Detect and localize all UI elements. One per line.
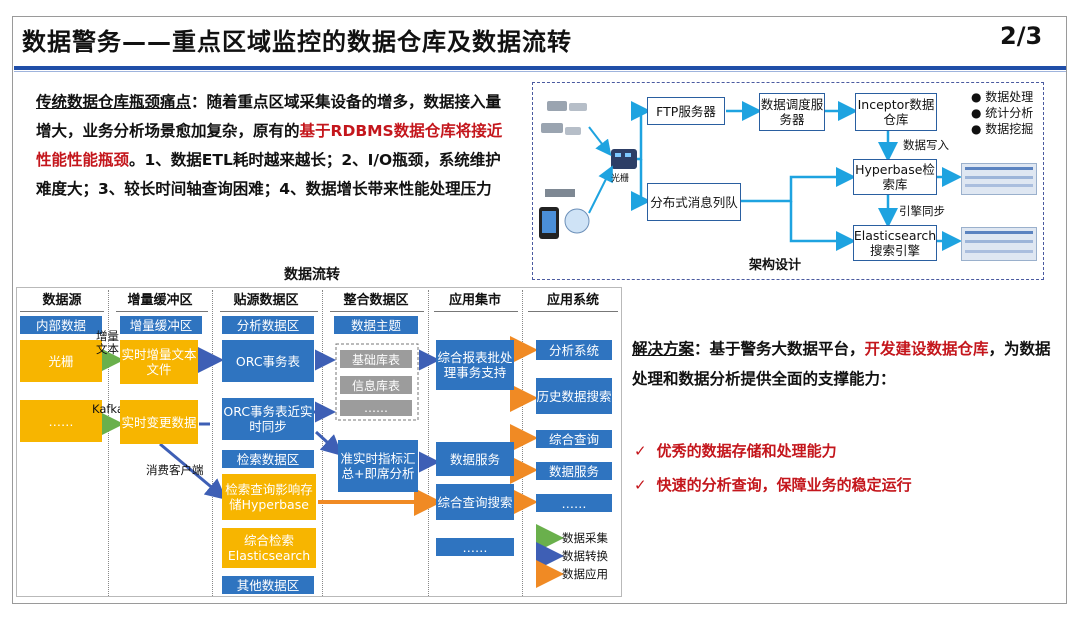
intro-text-2: 。1、数据ETL耗时越来越长；2、I/O瓶颈，系统维护难度大；3、较长时间轴查询…	[36, 151, 501, 198]
inceptor-node: Inceptor数据仓库	[855, 93, 937, 131]
column-header: 贴源数据区	[233, 293, 299, 308]
data-flow-panel	[16, 287, 622, 597]
architecture-caption: 架构设计	[749, 258, 802, 273]
solution-text-2: ，为数据处理和数据分析提供全面的支撑能力：	[632, 340, 1051, 388]
page-number: 2/3	[1000, 22, 1043, 50]
more-tables: ……	[340, 400, 412, 416]
orc-table: ORC事务表	[222, 340, 314, 382]
benefit-item: ✓快速的分析查询，保障业务的稳定运行	[634, 476, 912, 494]
gateway-label: 光栅	[611, 174, 630, 184]
column-header: 应用系统	[546, 293, 599, 308]
source-other: ……	[20, 400, 102, 442]
flow-title: 数据流转	[284, 267, 340, 283]
architecture-diagram: 光栅 FTP服务器 数据调度服务器 Inceptor数据仓库 数据写入 分布式消…	[532, 82, 1044, 280]
column-header: 整合数据区	[343, 293, 409, 308]
query-search-mart: 综合查询搜索	[436, 484, 514, 520]
column-divider	[212, 290, 213, 596]
screenshot-thumbnail	[961, 163, 1037, 195]
screenshot-thumbnail	[961, 227, 1037, 261]
column-header: 增量缓冲区	[127, 293, 193, 308]
header-rule	[20, 311, 104, 312]
legend-apply: 数据应用	[562, 567, 608, 581]
page-title: 数据警务——重点区域监控的数据仓库及数据流转	[22, 28, 572, 56]
realtime-increment-file: 实时增量文本文件	[120, 340, 198, 384]
intro-paragraph: 传统数据仓库瓶颈痛点：随着重点区域采集设备的增多，数据接入量增大，业务分析场景愈…	[36, 88, 516, 204]
gateway-icon	[611, 149, 637, 169]
kafka-label: Kafka	[92, 402, 124, 416]
scheduler-node: 数据调度服务器	[759, 93, 825, 131]
intro-lead: 传统数据仓库瓶颈痛点	[36, 93, 192, 111]
app-query: 综合查询	[536, 430, 612, 448]
check-icon: ✓	[634, 476, 647, 494]
capability-item: ● 统计分析	[971, 106, 1034, 120]
realtime-change-data: 实时变更数据	[120, 400, 198, 444]
search-zone-label: 检索数据区	[222, 450, 314, 468]
info-table: 信息库表	[340, 376, 412, 394]
capability-item: ● 数据挖掘	[971, 122, 1034, 136]
hyperbase-node: Hyperbase检索库	[853, 159, 937, 195]
elasticsearch-node: Elasticsearch搜索引擎	[853, 225, 937, 261]
intro-text-1: ：随着重点区域采集设备的增多，数据接入量增大，业务分析场景愈加复杂，原有的	[36, 93, 502, 140]
solution-lead: 解决方案	[632, 340, 695, 358]
incremental-label: 增量	[96, 329, 119, 343]
title-rule-thin	[14, 71, 1066, 72]
engine-sync-label: 引擎同步	[899, 204, 945, 218]
header-rule	[434, 311, 518, 312]
text-label: 文本	[96, 342, 119, 356]
header-rule	[330, 311, 424, 312]
consumer-client-label: 消费客户端	[146, 463, 204, 477]
app-data-service: 数据服务	[536, 462, 612, 480]
intro-highlight: 基于RDBMS数据仓库将接近性能性能瓶颈	[36, 122, 503, 169]
data-topic-label: 数据主题	[334, 316, 418, 334]
benefit-item: ✓优秀的数据存储和处理能力	[634, 442, 837, 460]
phone-icon	[539, 189, 590, 239]
capability-item: ● 数据处理	[971, 90, 1034, 104]
solution-paragraph: 解决方案：基于警务大数据平台，开发建设数据仓库，为数据处理和数据分析提供全面的支…	[632, 334, 1052, 394]
title-rule	[14, 66, 1066, 70]
app-more: ……	[536, 494, 612, 512]
column-divider	[428, 290, 429, 596]
header-rule	[220, 311, 318, 312]
solution-text-1: ：基于警务大数据平台，	[694, 340, 865, 358]
app-analysis-system: 分析系统	[536, 340, 612, 360]
legend-collect: 数据采集	[562, 531, 608, 545]
ftp-server-node: FTP服务器	[647, 97, 725, 125]
architecture-connectors	[539, 101, 962, 251]
column-header: 数据源	[42, 293, 82, 308]
orc-sync-table: ORC事务表近实时同步	[222, 398, 314, 440]
column-divider	[108, 290, 109, 596]
buffer-label: 增量缓冲区	[120, 316, 202, 334]
header-rule	[528, 311, 618, 312]
more-mart: ……	[436, 538, 514, 556]
analysis-zone-label: 分析数据区	[222, 316, 314, 334]
slide-frame	[12, 16, 1067, 604]
solution-highlight: 开发建设数据仓库	[864, 340, 989, 358]
column-header: 应用集市	[448, 293, 501, 308]
elasticsearch-search: 综合检索Elasticsearch	[222, 528, 316, 568]
other-zone-label: 其他数据区	[222, 576, 314, 594]
data-write-label: 数据写入	[903, 138, 949, 152]
hyperbase-store: 检索查询影响存储Hyperbase	[222, 474, 316, 520]
header-rule	[116, 311, 208, 312]
data-service-mart: 数据服务	[436, 442, 514, 476]
internal-data-label: 内部数据	[20, 316, 102, 334]
legend-transform: 数据转换	[562, 549, 608, 563]
check-icon: ✓	[634, 442, 647, 460]
app-history-search: 历史数据搜索	[536, 378, 612, 414]
base-table: 基础库表	[340, 350, 412, 368]
camera-icon	[541, 101, 587, 135]
message-queue-node: 分布式消息列队	[647, 183, 741, 221]
realtime-metrics: 准实时指标汇总+即席分析	[338, 440, 418, 492]
source-guangzha: 光栅	[20, 340, 102, 382]
capability-list: ● 数据处理 ● 统计分析 ● 数据挖掘	[971, 89, 1033, 137]
report-batch: 综合报表批处理事务支持	[436, 340, 514, 390]
